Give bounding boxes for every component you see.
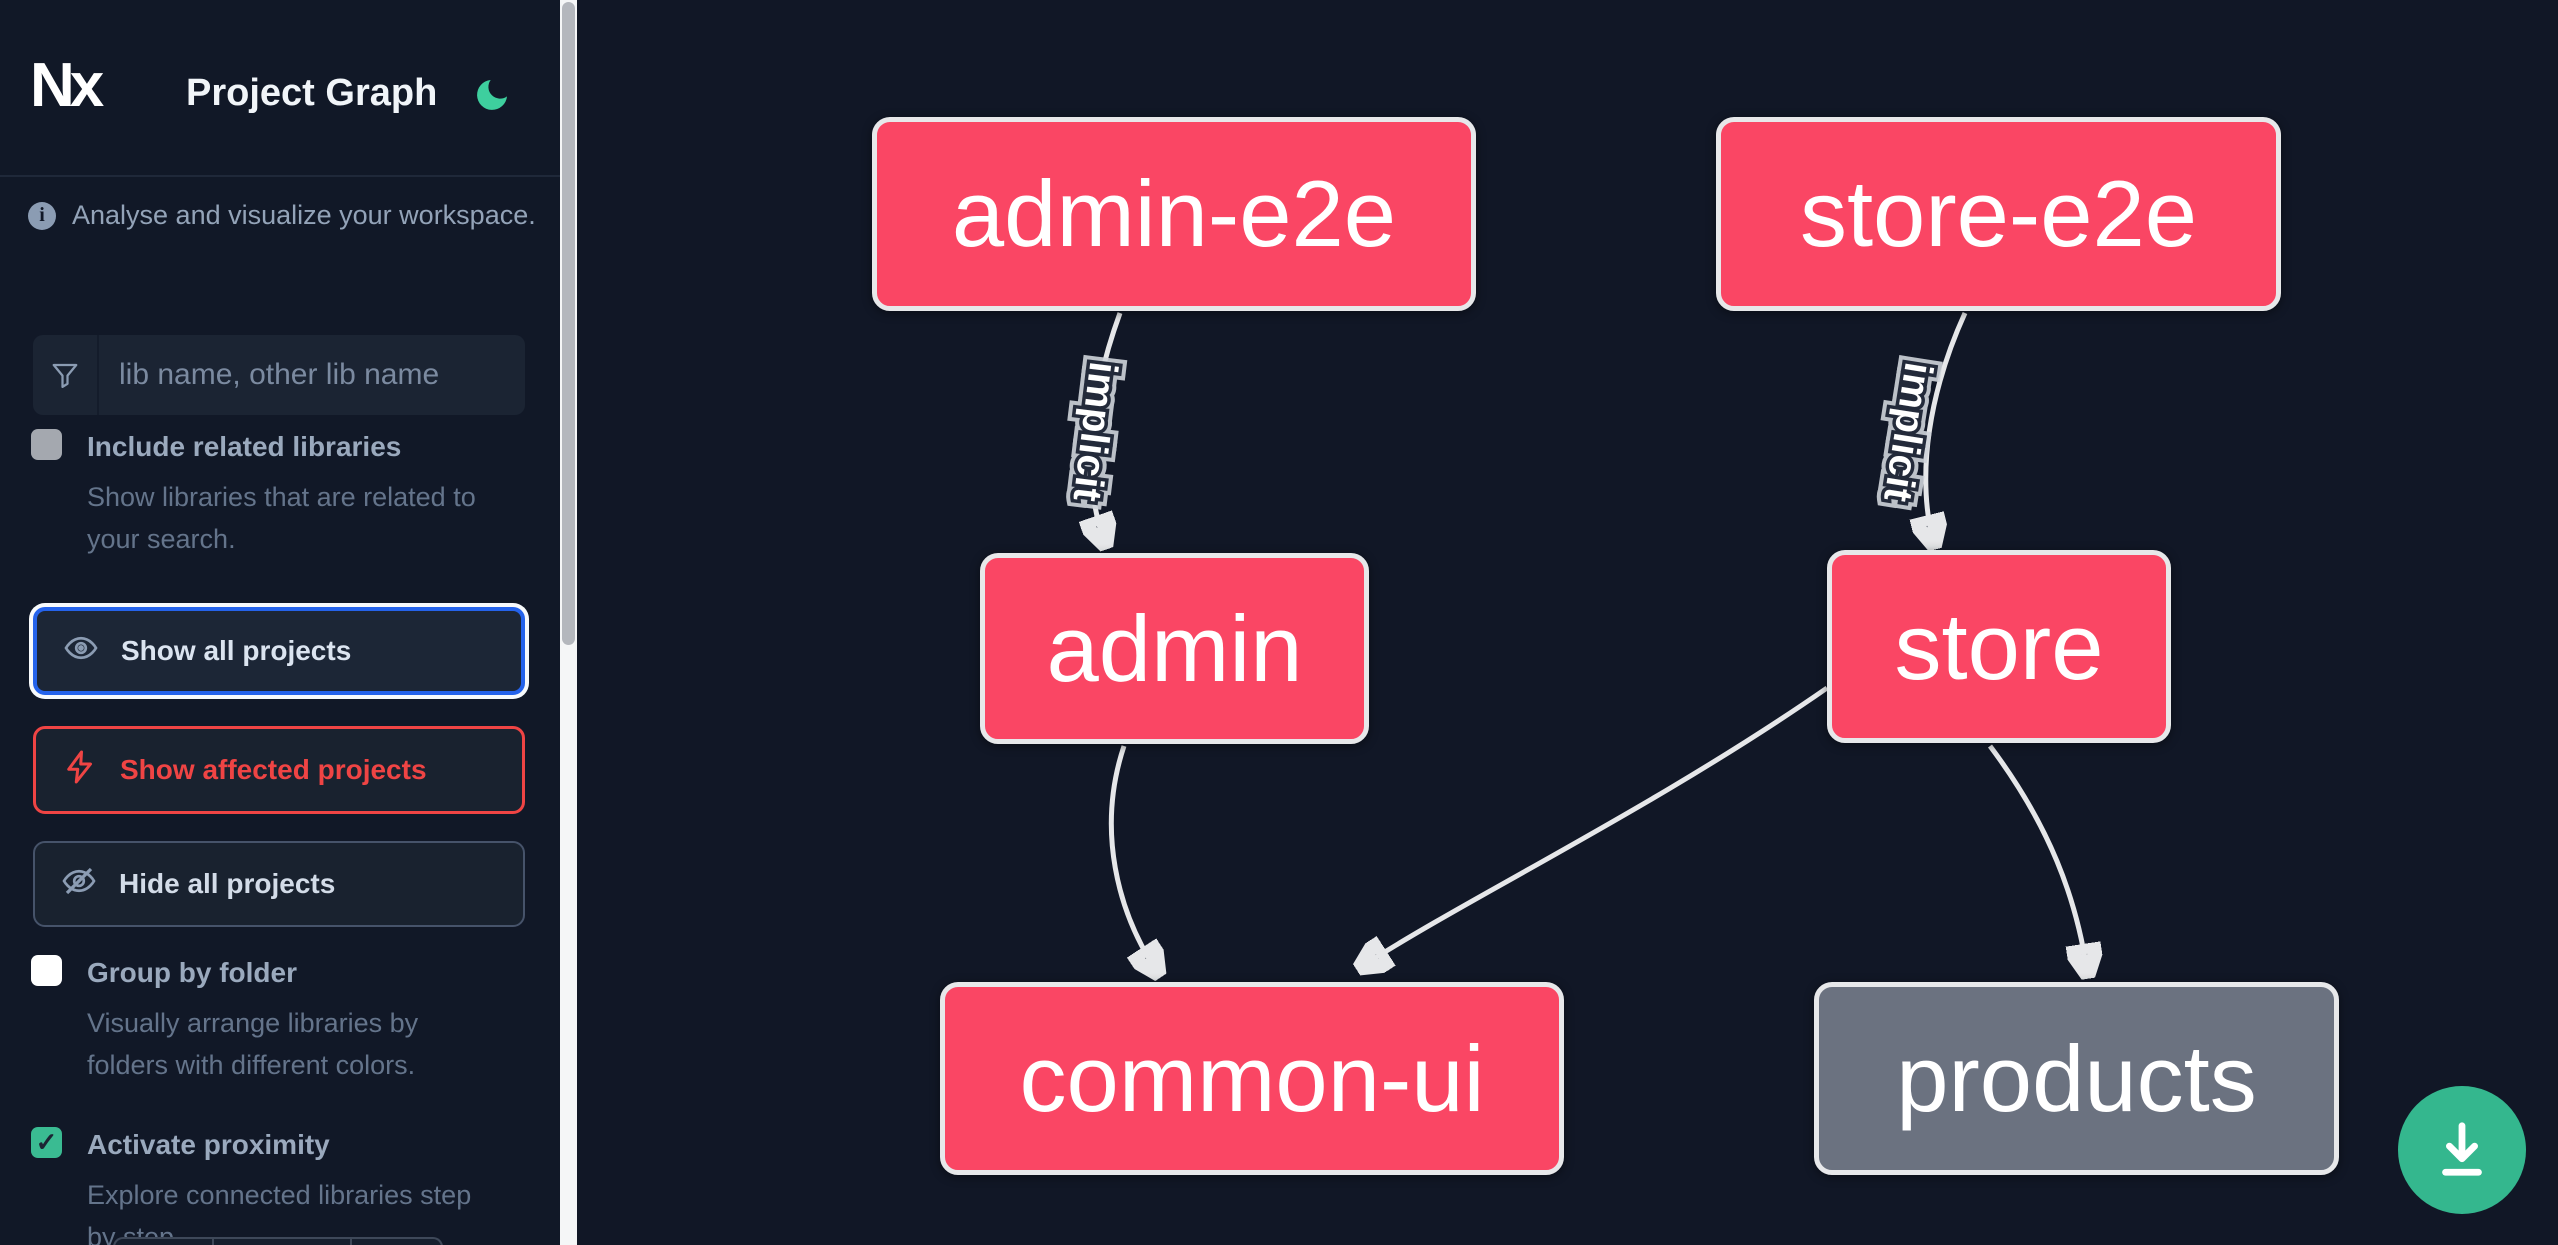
graph-node-admin[interactable]: admin — [980, 553, 1369, 744]
tagline-text: Analyse and visualize your workspace. — [72, 200, 536, 230]
graph-canvas[interactable]: implicit implicit implicit implicit impl… — [577, 0, 2558, 1245]
show-affected-projects-button[interactable]: Show affected projects — [33, 726, 525, 814]
lightning-bolt-icon — [62, 749, 98, 792]
option-group-by-folder: Group by folder Visually arrange librari… — [31, 955, 531, 1085]
edges-layer: implicit implicit implicit implicit impl… — [1057, 311, 2558, 1245]
svg-text:implicit: implicit — [1065, 359, 1126, 503]
edge-label-implicit-admin: implicit implicit implicit — [1057, 352, 1133, 511]
graph-node-products[interactable]: products — [1814, 982, 2339, 1175]
option-include-related: Include related libraries Show libraries… — [31, 429, 531, 559]
checkbox-activate-proximity[interactable]: ✓ — [31, 1127, 62, 1158]
desc-line: Show libraries that are related to — [87, 482, 476, 512]
svg-text:implicit: implicit — [1875, 359, 1940, 504]
button-label: Hide all projects — [119, 868, 336, 899]
edge-store-to-common-ui[interactable] — [1364, 685, 1829, 965]
funnel-icon — [33, 335, 99, 415]
graph-node-common-ui[interactable]: common-ui — [940, 982, 1564, 1175]
checkbox-include-related[interactable] — [31, 429, 62, 460]
desc-line: folders with different colors. — [87, 1050, 416, 1080]
edge-store-e2e-to-store[interactable] — [1926, 311, 1968, 541]
stepper-value — [212, 1239, 350, 1245]
checkbox-group-by-folder[interactable] — [31, 955, 62, 986]
download-icon — [2431, 1118, 2493, 1183]
sidebar-scrollbar-track[interactable] — [560, 0, 577, 1245]
desc-line: Explore connected libraries step — [87, 1180, 472, 1210]
show-all-projects-button[interactable]: Show all projects — [33, 607, 525, 695]
page-title: Project Graph — [186, 72, 438, 114]
option-label[interactable]: Include related libraries — [87, 431, 402, 462]
stepper-increment[interactable] — [350, 1239, 441, 1245]
edge-label-implicit-store: implicit implicit implicit — [1868, 352, 1948, 512]
nx-logo: Nx — [30, 51, 104, 120]
dark-mode-toggle[interactable] — [470, 74, 514, 118]
info-icon: i — [28, 201, 56, 230]
download-graph-button[interactable] — [2398, 1086, 2526, 1214]
option-description: Explore connected libraries step by step… — [87, 1174, 471, 1245]
button-label: Show affected projects — [120, 754, 427, 785]
search-input[interactable] — [99, 335, 525, 415]
graph-node-store-e2e[interactable]: store-e2e — [1716, 117, 2281, 311]
header-divider — [0, 175, 560, 177]
sidebar: Nx Project Graph i Analyse and visualize… — [0, 0, 560, 1245]
sidebar-scrollbar-thumb[interactable] — [562, 2, 575, 645]
option-activate-proximity: ✓ Activate proximity Explore connected l… — [31, 1127, 531, 1245]
option-label[interactable]: Activate proximity — [87, 1129, 330, 1160]
workspace-tagline-row: i Analyse and visualize your workspace. — [28, 200, 536, 231]
proximity-depth-stepper[interactable] — [113, 1237, 443, 1245]
eye-icon — [63, 630, 99, 673]
graph-node-admin-e2e[interactable]: admin-e2e — [872, 117, 1476, 311]
edge-admin-to-common-ui[interactable] — [1108, 745, 1156, 970]
filter-search — [33, 335, 525, 415]
button-label: Show all projects — [121, 635, 352, 666]
desc-line: Visually arrange libraries by — [87, 1008, 419, 1038]
moon-icon — [472, 79, 512, 118]
option-description: Show libraries that are related to your … — [87, 476, 476, 560]
graph-node-store[interactable]: store — [1827, 550, 2171, 743]
stepper-decrement[interactable] — [115, 1239, 212, 1245]
desc-line: your search. — [87, 524, 236, 554]
edge-admin-e2e-to-admin[interactable] — [1091, 312, 1123, 541]
hide-all-projects-button[interactable]: Hide all projects — [33, 841, 525, 927]
option-description: Visually arrange libraries by folders wi… — [87, 1002, 418, 1086]
eye-off-icon — [61, 863, 97, 906]
edge-store-to-products[interactable] — [1987, 744, 2087, 970]
option-label[interactable]: Group by folder — [87, 957, 297, 988]
